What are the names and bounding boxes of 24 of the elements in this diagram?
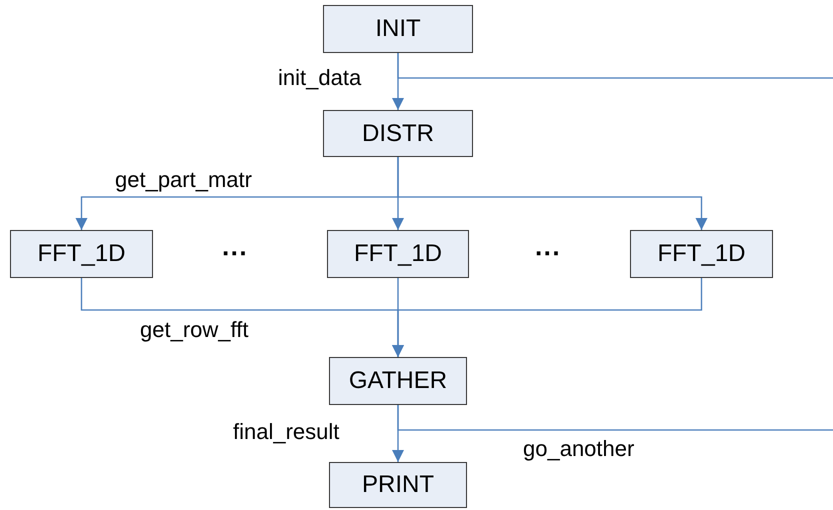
box-label: FFT_1D [354, 240, 442, 268]
process-box [329, 357, 467, 405]
box-label: GATHER [348, 367, 448, 395]
connector-line [392, 278, 702, 357]
process-box [323, 110, 473, 157]
ellipsis-label: ··· [535, 240, 561, 266]
process-box [10, 230, 153, 278]
box-label: DISTR [362, 120, 434, 148]
process-box [323, 5, 473, 53]
box-label: FFT_1D [37, 240, 126, 268]
edge-label: go_another [521, 437, 636, 462]
edge-label: get_row_fft [138, 318, 250, 342]
process-box [327, 230, 469, 278]
ellipsis-label: ··· [222, 240, 248, 266]
process-box [329, 462, 467, 508]
box-label: INIT [375, 15, 421, 43]
box-label: PRINT [362, 471, 434, 499]
connector-line [397, 53, 833, 79]
connector-line [397, 157, 708, 230]
edge-label: final_result [231, 420, 342, 444]
box-label: FFT_1D [657, 240, 746, 268]
process-box [630, 230, 773, 278]
edge-label: init_data [276, 66, 364, 90]
connector-line [397, 405, 833, 431]
